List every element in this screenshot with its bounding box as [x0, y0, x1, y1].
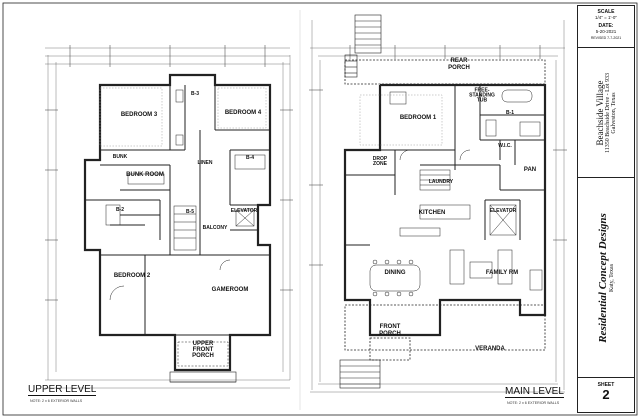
room-front-porch: FRONT PORCH — [379, 324, 401, 337]
upper-level-plan — [45, 45, 293, 389]
room-free-standing-tub: FREE-STANDING TUB — [469, 87, 495, 104]
room-b-4: B-4 — [245, 155, 255, 161]
firm-cell: Residential Concept Designs Katy, Texas — [578, 178, 634, 378]
room-kitchen: KITCHEN — [418, 210, 446, 216]
room-bedroom-4: BEDROOM 4 — [224, 110, 262, 116]
scale-value: 1/4" = 1'-0" — [595, 15, 617, 20]
scale-label: SCALE — [597, 9, 615, 15]
room-b-2: B-2 — [115, 207, 125, 213]
project-cell: Beachside Village 11350 Beachside Drive … — [578, 48, 634, 178]
room-family-rm: FAMILY RM — [485, 270, 519, 276]
room-linen: LINEN — [197, 160, 213, 166]
room-bedroom-3: BEDROOM 3 — [120, 112, 158, 118]
room-b-5: B-5 — [185, 209, 195, 215]
revised-date: REVISED 7-7-2021 — [590, 36, 622, 40]
room-bunk-room: BUNK ROOM — [126, 172, 164, 178]
room-wic: W.I.C. — [498, 143, 512, 149]
room-b-3: B-3 — [190, 91, 200, 97]
room-upper-front-porch: UPPER FRONT PORCH — [192, 341, 214, 359]
room-drop-zone: DROP ZONE — [372, 156, 388, 167]
main-level-plan — [309, 14, 567, 393]
room-bunk: BUNK — [112, 154, 128, 160]
room-dining: DINING — [384, 270, 406, 276]
main-level-note: NOTE: 2 x 6 EXTERIOR WALLS — [507, 401, 560, 405]
room-elevator-main: ELEVATOR — [489, 208, 517, 214]
project-city: Galveston, Texas — [611, 91, 617, 134]
room-rear-porch: REAR PORCH — [448, 58, 470, 71]
project-name: Beachside Village — [595, 79, 605, 146]
title-block: SCALE 1/4" = 1'-0" DATE: 5-20-2021 REVIS… — [577, 5, 635, 413]
sheet-label: SHEET — [597, 382, 615, 388]
upper-level-note: NOTE: 2 x 6 EXTERIOR WALLS — [30, 399, 83, 403]
scale-date-cell: SCALE 1/4" = 1'-0" DATE: 5-20-2021 REVIS… — [578, 6, 634, 48]
room-laundry: LAUNDRY — [428, 179, 454, 185]
room-elevator: ELEVATOR — [230, 208, 258, 214]
sheet-cell: SHEET 2 — [578, 378, 634, 412]
room-gameroom: GAMEROOM — [211, 287, 249, 293]
upper-level-title: UPPER LEVEL — [28, 384, 97, 396]
firm-city: Katy, Texas — [609, 263, 615, 292]
main-level-title: MAIN LEVEL — [505, 386, 564, 398]
date-label: DATE: — [598, 23, 614, 29]
project-info: Beachside Village 11350 Beachside Drive … — [595, 51, 617, 175]
room-veranda: VERANDA — [475, 346, 505, 352]
room-pan: PAN — [523, 167, 537, 173]
room-balcony: BALCONY — [202, 225, 228, 231]
firm-info: Residential Concept Designs Katy, Texas — [597, 183, 615, 373]
date-value: 5-20-2021 — [595, 29, 617, 34]
room-b-1: B-1 — [505, 110, 515, 116]
firm-name: Residential Concept Designs — [597, 212, 609, 343]
room-bedroom-1: BEDROOM 1 — [399, 115, 437, 121]
room-bedroom-2: BEDROOM 2 — [113, 273, 151, 279]
sheet-number: 2 — [602, 387, 610, 402]
